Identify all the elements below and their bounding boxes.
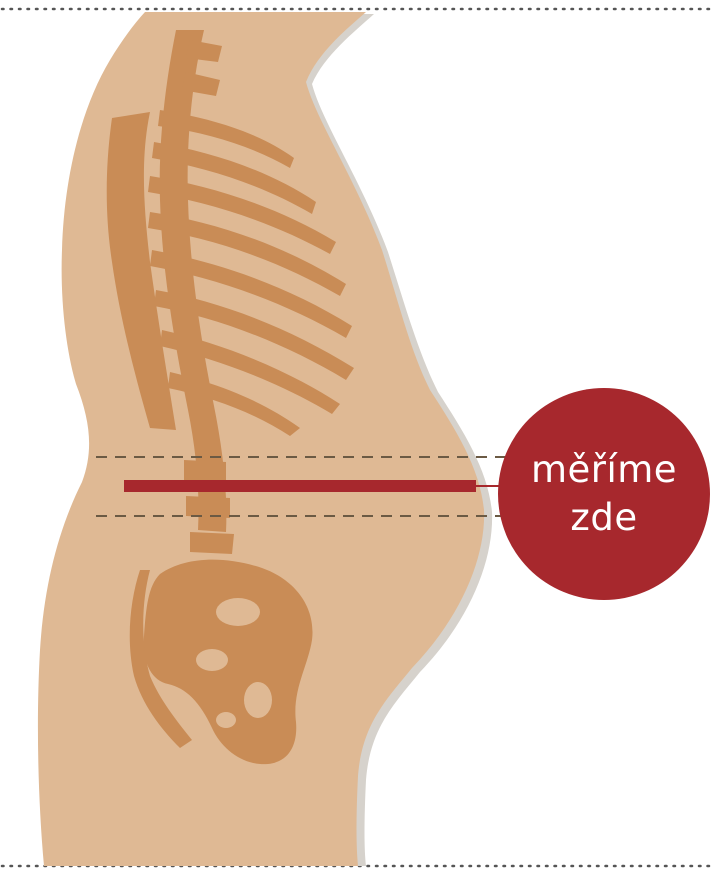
pelvis-hole xyxy=(216,598,260,626)
measure-here-badge: měříme zde xyxy=(498,388,710,600)
badge-label-line-1: měříme xyxy=(531,446,677,494)
pelvis-hole xyxy=(196,649,228,671)
vertebra xyxy=(184,460,226,482)
pelvis-hole xyxy=(244,682,272,718)
measuring-band xyxy=(124,480,476,492)
pelvis-hole xyxy=(216,712,236,728)
vertebra xyxy=(190,532,234,554)
badge-label-line-2: zde xyxy=(570,494,637,542)
vertebra xyxy=(186,496,230,518)
